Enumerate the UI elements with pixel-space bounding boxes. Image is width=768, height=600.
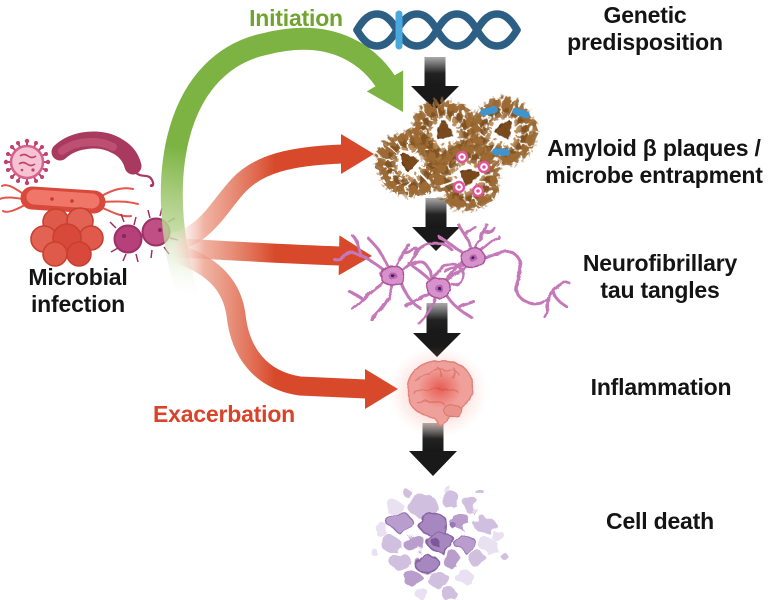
flow-arrow-plaques-to-tangles <box>412 198 460 251</box>
dead-cells-icon <box>366 482 504 597</box>
amyloid-plaques-label: Amyloid β plaques / microbe entrapment <box>528 135 768 188</box>
amyloid-line1: Amyloid β plaques / <box>547 135 761 161</box>
exacerbation-arrow-to-plaques <box>156 134 374 254</box>
genetic-line1: Genetic <box>603 2 687 28</box>
microbial-line2: infection <box>30 290 126 317</box>
initiation-label: Initiation <box>249 5 343 31</box>
flow-arrow-tangles-to-inflammation <box>413 303 461 357</box>
microbial-infection-label: Microbial infection <box>0 264 156 317</box>
cell-death-label: Cell death <box>606 508 714 534</box>
microbes-group <box>0 131 179 267</box>
neurons-icon <box>331 222 570 324</box>
genetic-predisposition-label: Genetic predisposition <box>545 2 745 55</box>
inflamed-brain-icon <box>388 346 488 438</box>
tau-line2: tau tangles <box>600 276 720 303</box>
entrapped-virus-icon <box>452 150 491 198</box>
dna-icon <box>353 10 521 50</box>
virus-icon <box>3 138 51 186</box>
inflammation-label: Inflammation <box>590 374 732 400</box>
genetic-line2: predisposition <box>567 28 723 55</box>
amyloid-plaques-icon <box>374 83 547 222</box>
cocci-cluster-icon <box>30 207 104 267</box>
initiation-arrow <box>160 27 404 309</box>
microbial-line1: Microbial <box>28 264 128 290</box>
curved-bacterium-icon <box>51 131 155 188</box>
entrapped-bacteria-icon <box>480 106 530 156</box>
tau-line1: Neurofibrillary <box>582 250 738 276</box>
exacerbation-label: Exacerbation <box>152 401 296 427</box>
rod-bacterium-icon <box>0 184 139 218</box>
amyloid-line2: microbe entrapment <box>545 161 763 188</box>
tau-tangles-label: Neurofibrillary tau tangles <box>550 250 768 303</box>
exacerbation-arrow-to-inflammation <box>155 240 398 409</box>
